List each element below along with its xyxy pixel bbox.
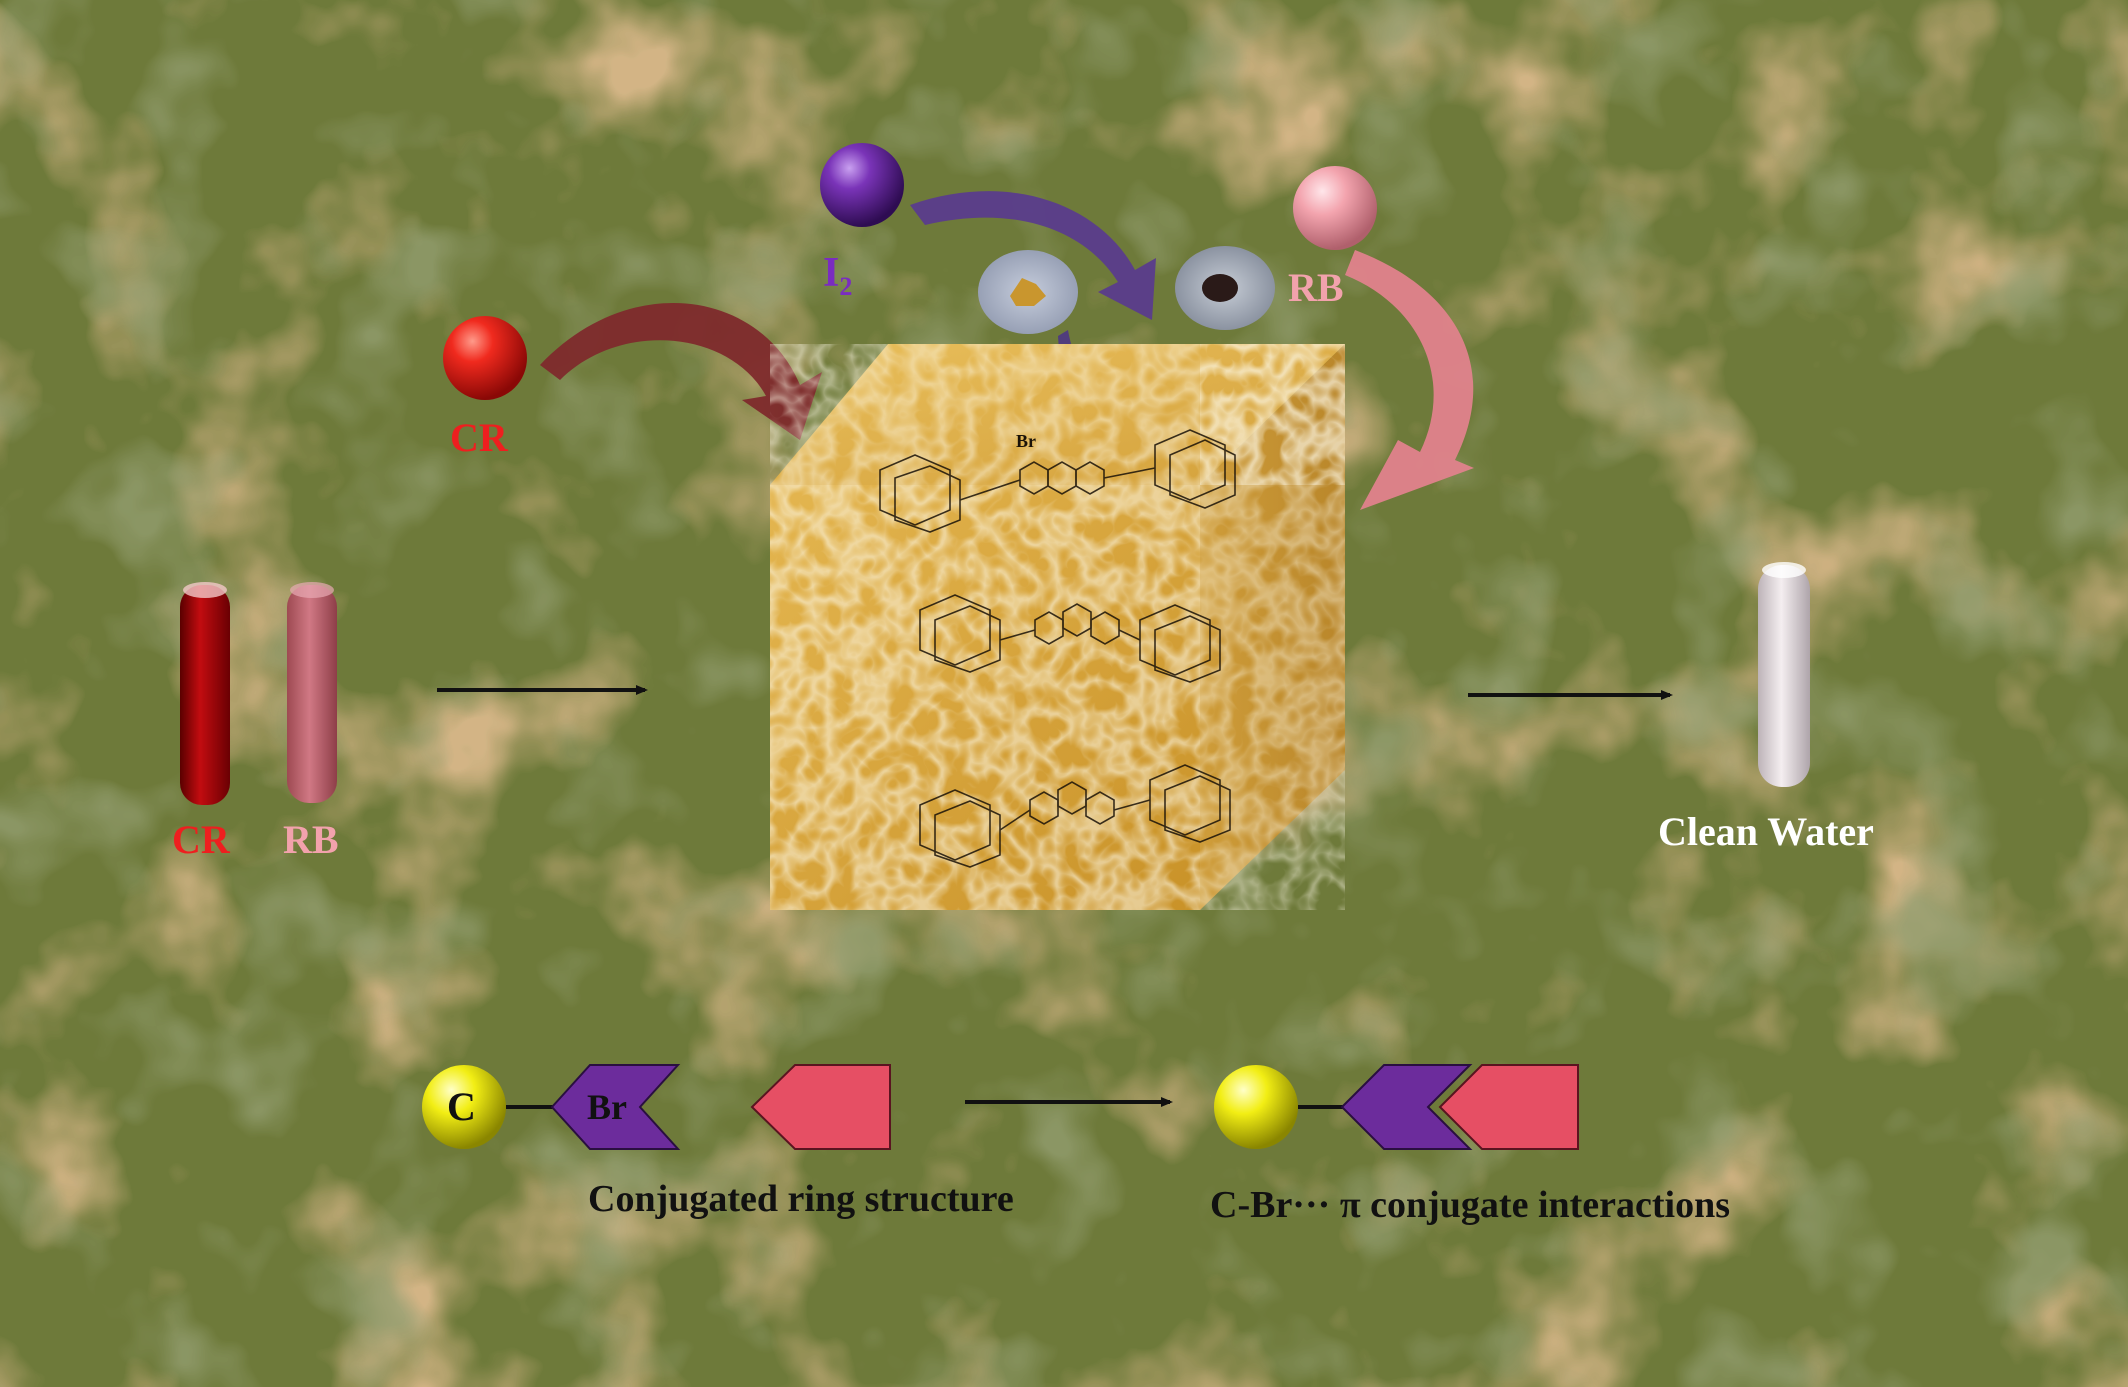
i2-label-base: I bbox=[823, 250, 840, 296]
fluorene-bridge-1 bbox=[959, 461, 1156, 501]
poss-cage-4 bbox=[1139, 604, 1221, 683]
clean-water-vial bbox=[1758, 562, 1810, 787]
carbon-ball-right bbox=[1214, 1065, 1298, 1149]
br-tag-right bbox=[1340, 1064, 1473, 1150]
cr-curved-arrow bbox=[540, 302, 822, 440]
poss-cage-3 bbox=[919, 594, 1001, 673]
rb-vial bbox=[287, 582, 337, 803]
br-atom-label: Br bbox=[1016, 431, 1036, 451]
conjugated-ring-caption: Conjugated ring structure bbox=[588, 1178, 1014, 1220]
i2-label-subscript: 2 bbox=[839, 272, 853, 302]
i2-label: I2 bbox=[823, 252, 852, 300]
br-tag-left bbox=[550, 1064, 681, 1150]
disc-before-adsorption bbox=[978, 250, 1078, 334]
fluorene-bridge-2 bbox=[999, 603, 1141, 645]
clean-water-label: Clean Water bbox=[1658, 809, 1874, 854]
cr-sphere bbox=[443, 316, 527, 400]
carbon-label: C bbox=[447, 1084, 476, 1129]
bromine-label: Br bbox=[587, 1087, 627, 1127]
foam-cube bbox=[770, 344, 1345, 910]
cr-sphere-label: CR bbox=[450, 415, 508, 460]
i2-curved-arrow bbox=[910, 191, 1156, 320]
rb-vial-label: RB bbox=[283, 817, 339, 862]
pi-ring-tag-right bbox=[1438, 1064, 1579, 1150]
poss-cage-6 bbox=[1149, 764, 1231, 843]
disc-after-adsorption bbox=[1175, 246, 1275, 330]
rb-curved-arrow bbox=[1345, 250, 1474, 510]
cr-vial bbox=[180, 582, 230, 805]
interaction-caption: C-Br··· π conjugate interactions bbox=[1210, 1184, 1731, 1226]
rb-sphere bbox=[1293, 166, 1377, 250]
molecular-structures bbox=[879, 429, 1236, 868]
poss-cage-1 bbox=[879, 454, 961, 533]
poss-cage-5 bbox=[919, 789, 1001, 868]
cr-vial-label: CR bbox=[172, 817, 230, 862]
i2-sphere bbox=[820, 143, 904, 227]
pi-ring-tag-left bbox=[750, 1064, 891, 1150]
poss-cage-2 bbox=[1154, 429, 1236, 509]
rb-sphere-label: RB bbox=[1288, 265, 1344, 310]
carbon-ball-left bbox=[422, 1065, 506, 1149]
fluorene-bridge-3 bbox=[999, 781, 1151, 831]
